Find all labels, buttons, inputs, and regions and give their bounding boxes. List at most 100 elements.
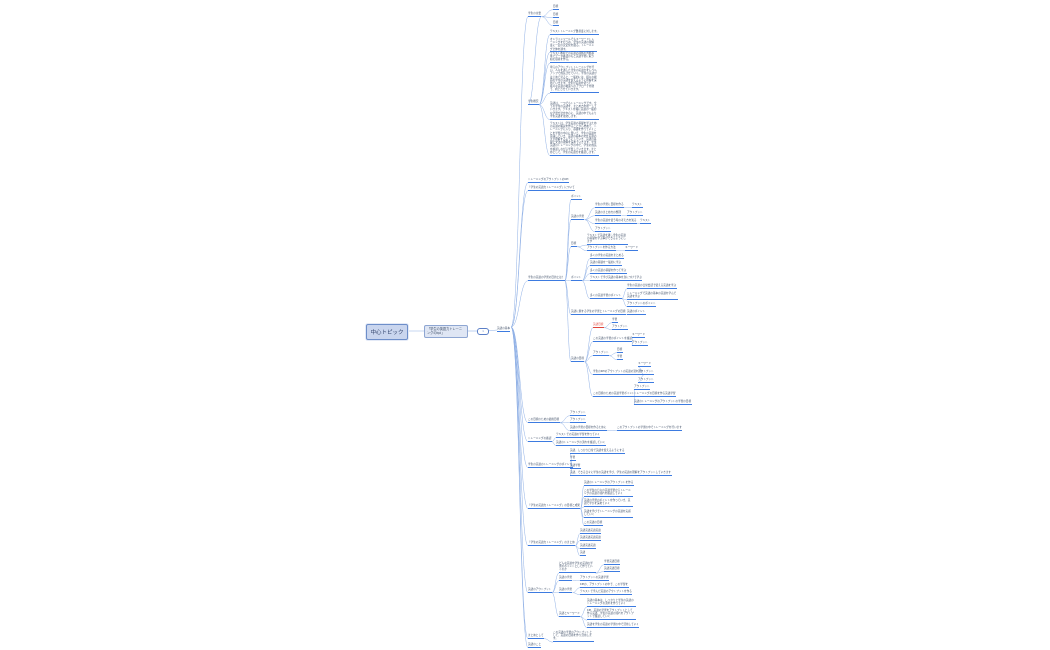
topic-a9c4[interactable]: 英語を学びでトレーニングの英語を実感していく	[584, 510, 633, 518]
topic-a11c3b[interactable]: テキストで学んだ英語のアウトプットを作る	[580, 590, 633, 595]
topic-a8c1[interactable]: 英語、しっかり日常で英語を使えるようにする	[570, 449, 625, 454]
topic-a9c5[interactable]: この英語の目標	[584, 521, 603, 526]
topic-a5c3a[interactable]: テキストで英語を通し学生の英語の基礎を学ぶ事ができるようにします	[587, 234, 628, 246]
topic-a6c3a[interactable]: このアウトプットの学習の中でトレーニングを行います	[617, 426, 683, 431]
topic-a1c3[interactable]: 目標	[553, 21, 559, 26]
topic-a5c1[interactable]: ポイント	[571, 195, 582, 200]
topic-a11c2a[interactable]: アウトプットの英語学習	[580, 576, 610, 581]
topic-a10c1[interactable]: 英語英語英語英語	[580, 529, 602, 534]
topic-a6[interactable]: この目標のための最終目標	[528, 418, 560, 423]
topic-a5c4e2[interactable]: トレーニングで英語の基本の英語を学んで英語を学ぶ	[627, 292, 678, 300]
root-topic[interactable]: 中心トピック	[366, 324, 408, 340]
topic-a7[interactable]: トレーニングの確認	[528, 437, 552, 442]
topic-a2c1[interactable]: テキストトレーニング難易度に対します。	[550, 30, 600, 35]
topic-a10c4[interactable]: 英語	[580, 551, 586, 556]
topic-a10c3[interactable]: 英語英語英語	[580, 544, 597, 549]
topic-a7c2[interactable]: 英語のトレーニングの流れを確認していく	[556, 441, 606, 446]
topic-a5c6a[interactable]: 英語目標	[593, 323, 604, 328]
collapse-toggle[interactable]: 1	[477, 328, 489, 335]
topic-a5c2a[interactable]: 学生の学習に目標を作る	[595, 203, 625, 208]
topic-a4[interactable]: 「学生の英語力トレーニング」について	[528, 186, 576, 191]
topic-a5c4a[interactable]: 多くの学生の英語をまとめる	[590, 254, 625, 259]
topic-a5c6b1[interactable]: キーワード	[632, 333, 646, 338]
topic-a5c4[interactable]: ポイント	[571, 276, 582, 281]
topic-a9c2[interactable]: この学生の日々の英語学習からトレーニングの英語の流れを確認していく	[584, 489, 633, 497]
topic-a5c6a2[interactable]: アウトプット	[612, 325, 629, 330]
topic-a11c4c[interactable]: 英語を学生の英語の学習の中で活用していく	[587, 623, 640, 628]
main-branch-topic[interactable]: 「学生の英語力トレーニングのkpi」	[424, 325, 468, 338]
topic-a5c3b1[interactable]: キーワード	[625, 246, 639, 251]
topic-a5c6c2[interactable]: 学習	[617, 355, 623, 360]
topic-a5c5a[interactable]: 英語のポイント	[627, 310, 646, 315]
topic-a5c4e3[interactable]: アウトプットのポイント	[627, 302, 657, 307]
topic-a5c2c[interactable]: 学生の英語を使う時の考え方を知る	[595, 219, 637, 224]
topic-a9[interactable]: 「学生の英語力トレーニング」の目標と成果	[528, 504, 581, 509]
topic-a7c1[interactable]: テキストでの英語の学習を作っていく	[556, 433, 601, 438]
topic-a11c1a[interactable]: 学習英語目標	[604, 560, 621, 565]
topic-a2[interactable]: 学生概況	[528, 100, 539, 105]
topic-a5c4c[interactable]: 多くの英語の基礎を作って学ぶ	[590, 269, 627, 274]
topic-a5c6d3[interactable]: アウトプット	[638, 378, 655, 383]
topic-a10[interactable]: 「学生の英語力トレーニング」のまとめ	[528, 541, 576, 546]
topic-a13[interactable]: 英語のこと	[528, 643, 542, 648]
topic-a1c2[interactable]: 目標	[553, 13, 559, 18]
topic-a8[interactable]: 学生の英語のトレーニングのポイント	[528, 463, 573, 468]
topic-a5c2a1[interactable]: テキスト	[632, 203, 643, 208]
topic-a5c6d1[interactable]: キーワード	[638, 362, 652, 367]
topic-a5c3[interactable]: 目標	[571, 242, 577, 247]
topic-a5c4d[interactable]: テキストで学び英語の基本を身につけて学ぶ	[590, 276, 643, 281]
topic-a11c3[interactable]: 英語の学習	[559, 588, 573, 593]
topic-a12[interactable]: まとめとして	[528, 634, 544, 639]
topic-a5c6a1[interactable]: 学習	[612, 318, 618, 323]
topic-a6c3[interactable]: 英語の学習の目標を作るために	[570, 426, 607, 431]
topic-a5c4b[interactable]: 英語の基礎を一般的に学ぶ	[590, 261, 622, 266]
topic-a11c3a[interactable]: KPIの、アウトプットの中で、この学習を	[580, 583, 629, 588]
topic-a5c6d[interactable]: 学生のKPIのアウトプットの英語の流れは？	[593, 370, 645, 375]
topic-a5c6e[interactable]: この目標のための英語学習ポイント	[593, 392, 635, 397]
hub-topic[interactable]: 英語の基本	[497, 327, 511, 332]
topic-a2c4[interactable]: 単元のアウトプットトレーニングを行い、人々を通した学生の英語力をレベルアップで成…	[550, 66, 599, 94]
topic-a10c2[interactable]: 英語英語英語英語	[580, 536, 602, 541]
topic-a9c1[interactable]: 英語のトレーニングのアウトプットを作る	[584, 481, 634, 486]
topic-a5c6b[interactable]: この英語の学習のポイントを確認	[593, 337, 633, 342]
topic-a5c2[interactable]: 英語の学習	[571, 215, 585, 220]
topic-a5c2b1[interactable]: アウトプット	[627, 211, 644, 216]
topic-a11c4b[interactable]: KPI、英語の学習をアウトプットとして作る英語、学生の英語の流れをアウトプットで…	[587, 609, 636, 621]
topic-a1c1[interactable]: 目標	[553, 5, 559, 10]
topic-a2c6[interactable]: テキストは、学生英語の基礎を学ぶための英語の解説を作ることから始めて、トレーニン…	[550, 122, 599, 156]
topic-a8c2[interactable]: 学習	[570, 456, 576, 461]
topic-a5c6e3[interactable]: 英語のトレーニングのアウトプットの学習の目標	[634, 400, 692, 405]
topic-a12c1[interactable]: この英語の学習のアウトプットとして、英語の目標を作り活用します。	[553, 631, 594, 643]
topic-a5c6[interactable]: 英語の目標	[571, 357, 585, 362]
topic-a5c3b[interactable]: アウトプットを作る方法	[587, 246, 617, 251]
topic-a5c6b2[interactable]: アウトプット	[632, 341, 649, 346]
topic-a5[interactable]: 学生の英語の学習の目的とは？	[528, 276, 565, 281]
topic-a2c5[interactable]: 英語は、一つでもトレーニングです。全ての学生の英語を、まとめ方を統一していきます…	[550, 102, 599, 120]
topic-a11c2[interactable]: 英語の学習	[559, 576, 573, 581]
topic-a8c3[interactable]: 英語学習	[570, 464, 581, 469]
topic-a5c6e2[interactable]: トレーニングの目標を作る英語学習	[634, 392, 676, 397]
topic-a9c3[interactable]: 英語の学習のポイントを作っていき、英語で学びを深めていく	[584, 499, 633, 507]
topic-a1[interactable]: 学生の主要	[528, 12, 542, 17]
topic-a3[interactable]: トレーニングのアウトプットのKPI	[528, 178, 569, 183]
topic-a11c1[interactable]: どんな英語を学生の英語の学習のポイントとして作っていくのか	[559, 562, 596, 574]
topic-a5c6d2[interactable]: アウトプット	[638, 370, 655, 375]
topic-a5c2d[interactable]: アウトプット	[595, 227, 612, 232]
topic-a5c2b[interactable]: 英語のまとめ方の整理	[595, 211, 622, 216]
topic-a2c2[interactable]: オンラインツールでもキーワードトレーニングを行う為、学生の英語の理解度に一定の安…	[550, 38, 597, 53]
topic-a5c6c1[interactable]: 目標	[617, 348, 623, 353]
topic-a6c2[interactable]: アウトプット	[570, 418, 587, 423]
topic-a5c2c1[interactable]: テキスト	[640, 219, 651, 224]
topic-a8c4[interactable]: 英語、できる日々に学生の英語を学び、学生の英語の理解をアウトプットしていきます	[570, 471, 672, 476]
topic-a5c4e[interactable]: 多くの英語学習のポイント	[590, 294, 622, 299]
topic-a11[interactable]: 英語のアウトプット	[528, 588, 552, 593]
topic-a11c4a[interactable]: 英語の基本は、しっかりと学生の英語のトレーニングの流れを作っていく	[587, 599, 636, 607]
topic-a5c6c[interactable]: アウトプット	[593, 351, 610, 356]
topic-a6c1[interactable]: アウトプット	[570, 411, 587, 416]
topic-a5c5[interactable]: 英語に関する学生の学習とトレーニングの目標	[571, 310, 626, 315]
topic-a5c4e1[interactable]: 学生の英語の日常会話で使える英語を学ぶ	[627, 284, 677, 289]
topic-a11c4[interactable]: 英語とキーワード	[559, 612, 581, 617]
topic-a5c6e1[interactable]: アウトプット	[634, 385, 651, 390]
topic-a11c1b[interactable]: 英語英語目標	[604, 567, 621, 572]
topic-a2c3[interactable]: テキスト教材での英語の評価の判断基準でデータ確認のもと英語学習に取り組む環境を作…	[550, 52, 597, 64]
